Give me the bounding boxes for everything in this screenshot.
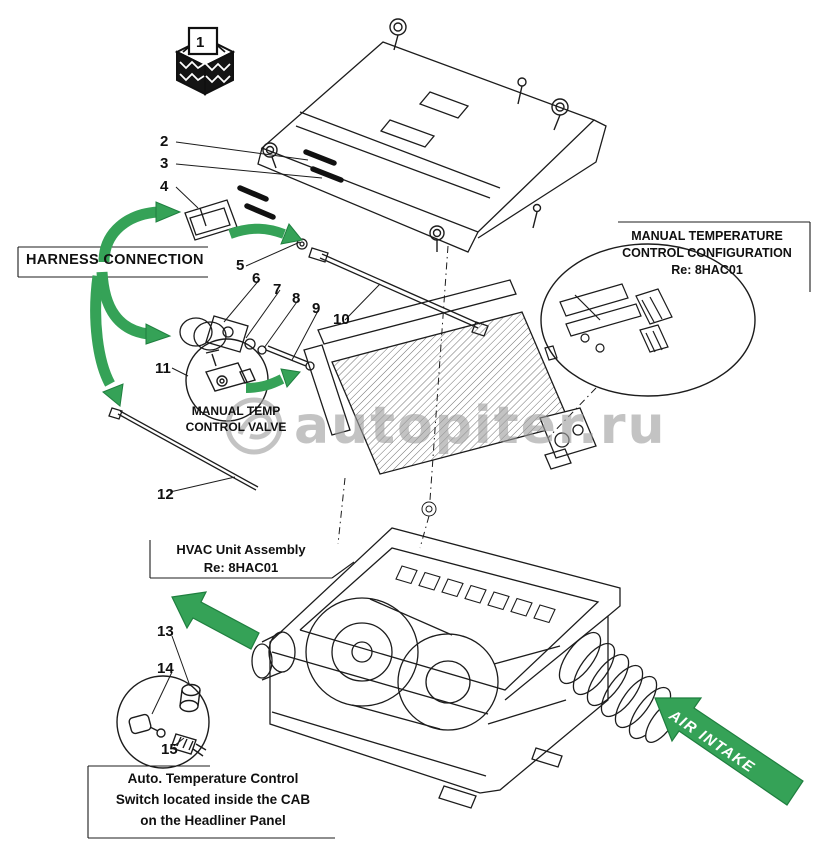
- callout-3: 3: [160, 155, 169, 172]
- callout-9: 9: [312, 300, 321, 317]
- manual-config-detail: [540, 243, 756, 397]
- manual-temp-config-line1: MANUAL TEMPERATURE: [631, 229, 783, 243]
- lid-drawing: [257, 41, 607, 253]
- harness-connection-label: HARNESS CONNECTION: [26, 251, 214, 271]
- auto-temp-line2: Switch located inside the CAB: [115, 791, 311, 807]
- callout-6: 6: [252, 270, 261, 287]
- harness-connection-text: HARNESS CONNECTION: [26, 252, 204, 268]
- callout-2: 2: [160, 133, 169, 150]
- linkage-parts: [296, 238, 489, 337]
- callout-14: 14: [157, 660, 174, 677]
- callout-10: 10: [333, 311, 350, 328]
- leader-lines: [151, 141, 381, 747]
- motor-assembly: [179, 315, 315, 371]
- hvac-unit-line1: HVAC Unit Assembly: [176, 542, 306, 557]
- bracket-lines: [17, 221, 811, 839]
- air-intake-arrow-icon: [654, 697, 804, 806]
- housing-drawing: [251, 527, 621, 809]
- outlet-arrow-icon: [171, 591, 260, 650]
- screws: [517, 77, 542, 229]
- connector-arrow-icon: [228, 223, 303, 245]
- callout-7: 7: [273, 281, 282, 298]
- callout-5: 5: [236, 257, 245, 274]
- callout-11: 11: [155, 360, 171, 377]
- manual-temp-config-label: MANUAL TEMPERATURE CONTROL CONFIGURATION…: [606, 228, 808, 279]
- manual-temp-config-line2: CONTROL CONFIGURATION: [622, 245, 792, 260]
- dash-lines: [337, 245, 597, 549]
- callout-1: 1: [196, 34, 205, 51]
- manual-temp-config-line3: Re: 8HAC01: [671, 262, 743, 277]
- green-arrows: [90, 201, 804, 806]
- gasket-strips: [237, 149, 344, 220]
- harness-arrow-up-icon: [98, 201, 182, 263]
- callout-8: 8: [292, 290, 301, 307]
- auto-temp-line1: Auto. Temperature Control: [127, 771, 299, 786]
- callout-15: 15: [161, 741, 178, 758]
- intake-tube: [558, 631, 679, 743]
- callout-4: 4: [160, 178, 169, 195]
- valve-arrow-icon: [245, 368, 301, 393]
- manual-temp-valve-line1: MANUAL TEMP: [191, 404, 281, 418]
- callout-13: 13: [157, 623, 174, 640]
- auto-temp-line3: on the Headliner Panel: [140, 812, 286, 828]
- callout-12: 12: [157, 486, 174, 503]
- manual-temp-valve-line2: CONTROL VALVE: [185, 420, 287, 435]
- bottom-detail-circle: [116, 675, 210, 769]
- part1-cube-icon: [174, 26, 236, 96]
- actuator-part4: [184, 199, 238, 241]
- manual-temp-valve-label: MANUAL TEMP CONTROL VALVE: [172, 403, 300, 435]
- hvac-unit-label: HVAC Unit Assembly Re: 8HAC01: [146, 541, 336, 576]
- auto-temp-switch-label: Auto. Temperature Control Switch located…: [94, 769, 332, 832]
- blower-wheels: [305, 597, 567, 731]
- housing-vent-slots: [395, 565, 556, 624]
- heater-core: [303, 279, 597, 475]
- mounting-rings: [262, 18, 569, 252]
- harness-arrow-mid-icon: [96, 271, 172, 345]
- harness-arrow-down-icon: [90, 275, 124, 407]
- hvac-unit-line2: Re: 8HAC01: [203, 559, 279, 575]
